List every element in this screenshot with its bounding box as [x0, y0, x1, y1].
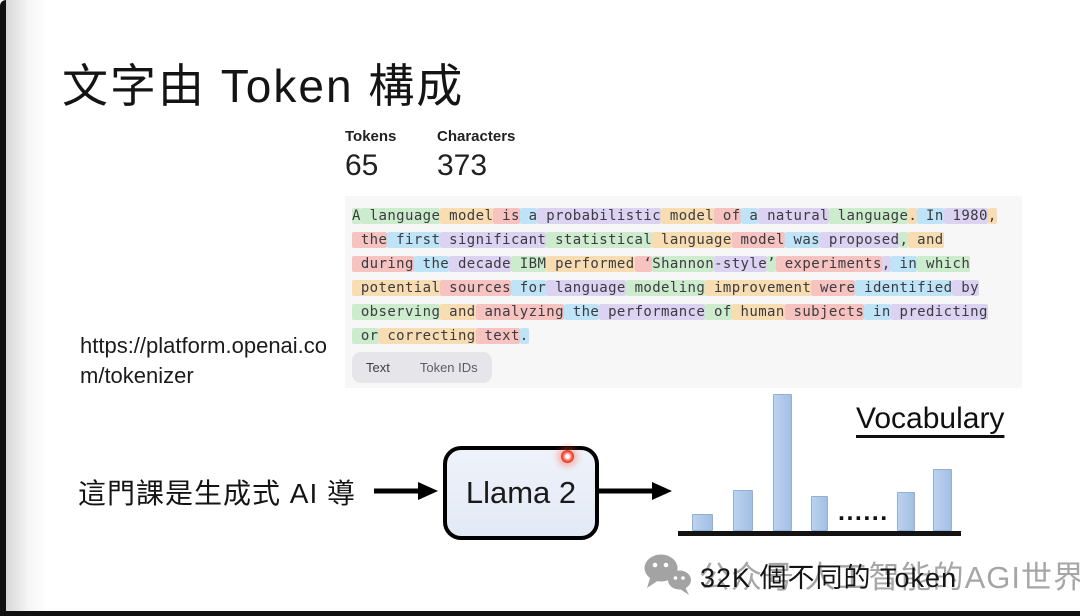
- arrow-right-icon: [598, 482, 672, 500]
- tokenizer-panel: A language model is a probabilistic mode…: [345, 196, 1022, 388]
- token: was: [784, 232, 820, 248]
- token: during: [352, 256, 414, 272]
- token: ,: [881, 256, 891, 272]
- token: which: [917, 256, 971, 272]
- token: and: [908, 232, 944, 248]
- llama2-box: Llama 2: [443, 446, 599, 540]
- token: model: [661, 208, 715, 224]
- token: observing: [352, 304, 441, 320]
- token: probabilistic: [537, 208, 662, 224]
- input-text: 這門課是生成式 AI 導: [78, 478, 357, 509]
- token: the: [563, 304, 600, 320]
- token: or: [352, 328, 379, 344]
- token: natural: [758, 208, 829, 224]
- token: correcting: [378, 328, 476, 344]
- token: sources: [440, 280, 511, 296]
- token: IBM: [510, 256, 547, 272]
- token: Shannon: [652, 256, 715, 272]
- left-edge-gradient: [6, 0, 48, 616]
- caption-32k: 32K 個不同的 Token: [700, 563, 958, 593]
- token: of: [714, 208, 741, 224]
- token: identified: [855, 280, 953, 296]
- token: ‘: [634, 256, 653, 272]
- token: In: [917, 208, 944, 224]
- token: a: [519, 208, 538, 224]
- token-text: A language model is a probabilistic mode…: [352, 204, 1018, 348]
- token: statistical: [546, 232, 653, 248]
- tokens-label: Tokens: [345, 128, 397, 145]
- token: ,: [899, 232, 909, 248]
- token: language: [828, 208, 909, 224]
- token: modeling: [625, 280, 706, 296]
- token: .: [519, 328, 529, 344]
- bar: [733, 490, 753, 531]
- token: -style: [714, 256, 768, 272]
- token: text: [475, 328, 520, 344]
- bar: [933, 469, 952, 531]
- token: the: [413, 256, 450, 272]
- token: language: [652, 232, 732, 248]
- token: by: [952, 280, 979, 296]
- token: A: [352, 208, 361, 224]
- tokenizer-tabs: Text Token IDs: [352, 352, 492, 383]
- chart-baseline: [678, 531, 961, 536]
- token: the: [352, 232, 388, 248]
- token: ’: [767, 256, 776, 272]
- laser-pointer-dot: [561, 450, 574, 463]
- tab-token-ids[interactable]: Token IDs: [416, 360, 482, 375]
- token: .: [908, 208, 918, 224]
- token: ,: [987, 208, 997, 224]
- token: performance: [599, 304, 706, 320]
- token: language: [360, 208, 441, 224]
- token: language: [546, 280, 626, 296]
- token: 1980: [943, 208, 988, 224]
- token: performed: [546, 256, 635, 272]
- characters-count: 373: [437, 149, 488, 182]
- token: model: [440, 208, 494, 224]
- token: significant: [440, 232, 547, 248]
- bar: [692, 514, 713, 531]
- token: human: [731, 304, 785, 320]
- ellipsis-dots: ......: [838, 498, 889, 526]
- token: a: [740, 208, 759, 224]
- arrow-right-icon: [374, 482, 438, 500]
- token: predicting: [890, 304, 988, 320]
- token: in: [890, 256, 918, 272]
- token: analyzing: [475, 304, 564, 320]
- wechat-icon: [644, 554, 691, 595]
- url-line-2: m/tokenizer: [80, 363, 194, 388]
- token: potential: [352, 280, 441, 296]
- token: improvement: [705, 280, 812, 296]
- bar: [773, 394, 792, 531]
- tab-text[interactable]: Text: [362, 360, 394, 375]
- token: is: [493, 208, 520, 224]
- token: experiments: [775, 256, 882, 272]
- characters-stat: Characters 373: [437, 128, 515, 183]
- token: subjects: [784, 304, 865, 320]
- watermark-text: 公众号 人工智能的AGI世界: [699, 560, 1080, 595]
- characters-label: Characters: [437, 128, 516, 145]
- vocabulary-title: Vocabulary: [856, 402, 1005, 435]
- tokenizer-url: https://platform.openai.co m/tokenizer: [80, 331, 327, 391]
- token: for: [510, 280, 547, 296]
- bar: [811, 496, 828, 531]
- bottom-edge-bar: [0, 611, 1080, 616]
- tokens-stat: Tokens 65: [345, 128, 396, 183]
- tokens-count: 65: [345, 149, 379, 182]
- token: and: [440, 304, 476, 320]
- token: first: [387, 232, 441, 248]
- token: of: [705, 304, 732, 320]
- token: in: [864, 304, 891, 320]
- token: decade: [449, 256, 511, 272]
- bar: [897, 492, 915, 531]
- left-edge-bar: [0, 0, 6, 616]
- token: were: [811, 280, 856, 296]
- token: model: [731, 232, 785, 248]
- slide-title: 文字由 Token 構成: [62, 60, 465, 112]
- llama2-label: Llama 2: [465, 475, 577, 510]
- url-line-1: https://platform.openai.co: [80, 333, 328, 358]
- token: proposed: [820, 232, 900, 248]
